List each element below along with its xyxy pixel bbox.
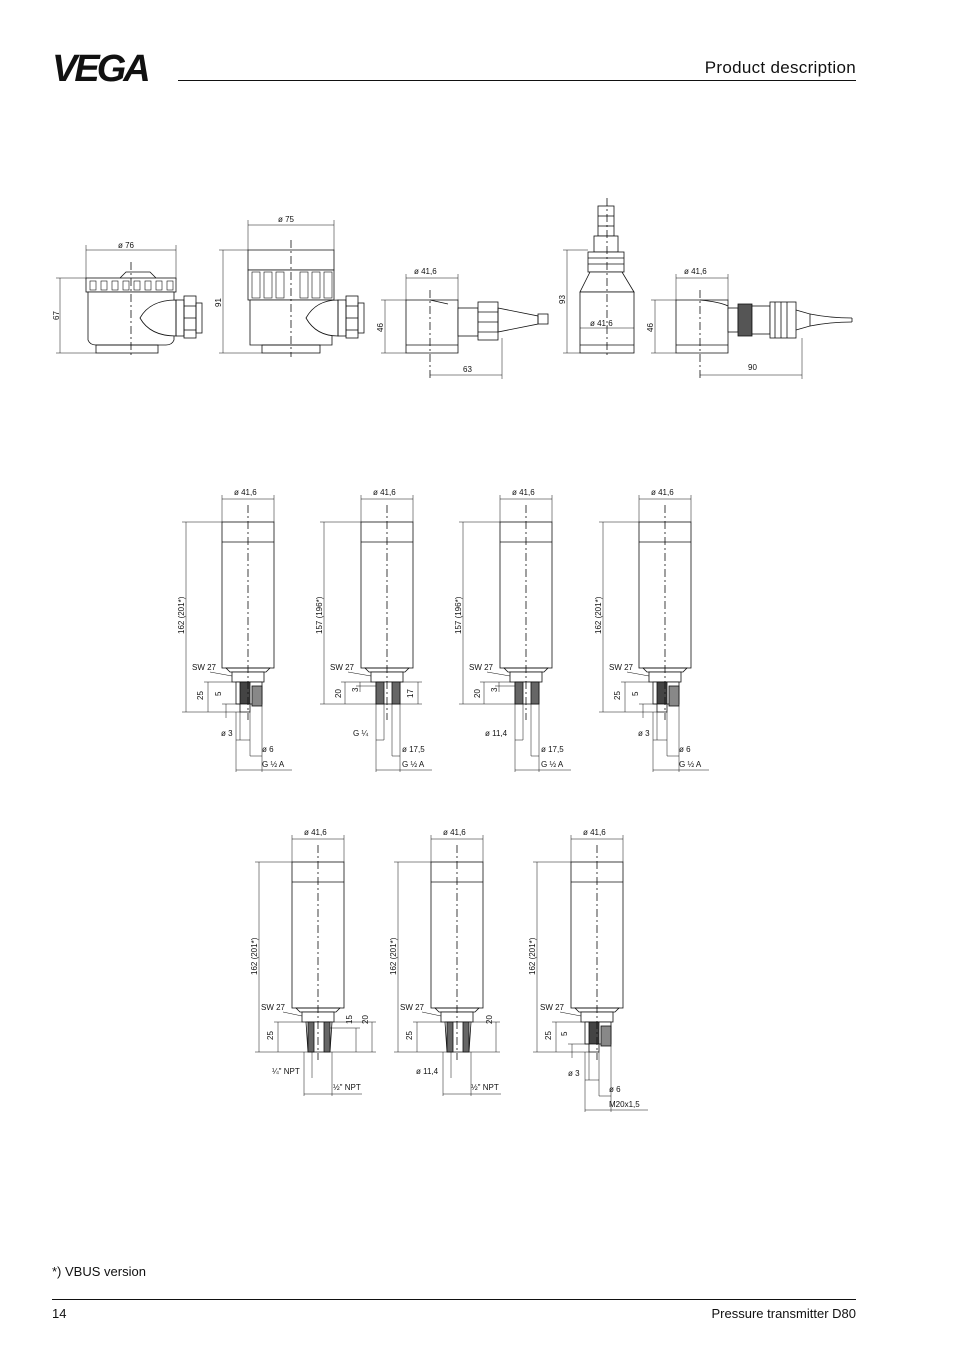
housing-aluminium: 91 ø 75: [214, 215, 365, 357]
dim-sw: SW 27: [609, 663, 634, 672]
housing-valve-plug: 46 ø 41,6 63: [376, 267, 549, 379]
dim-d1: 25: [266, 1031, 275, 1040]
dim-bore: ø 3: [568, 1069, 580, 1078]
dim-dia: ø 41,6: [373, 488, 396, 497]
dim-sw: SW 27: [330, 663, 355, 672]
dim-d1: 20: [473, 689, 482, 698]
dim-length: 162 (201*): [389, 937, 398, 975]
dim-sw: SW 27: [192, 663, 217, 672]
dim-thread: G ½ A: [262, 760, 285, 769]
dim-d1: 20: [334, 689, 343, 698]
dim-sw: SW 27: [469, 663, 494, 672]
dim-d2: 3: [490, 687, 499, 692]
vega-logo: VEGA: [52, 48, 172, 90]
dim-connector-dia: ø 41,6: [590, 319, 613, 328]
dim-sw: SW 27: [540, 1003, 565, 1012]
footer-rule: [52, 1299, 856, 1300]
dim-d4: 20: [361, 1015, 370, 1024]
dim-length: 157 (196*): [315, 596, 324, 634]
dim-valve-length: 63: [463, 365, 472, 374]
dim-bore: ø 3: [221, 729, 233, 738]
dim-d2: 5: [560, 1031, 569, 1036]
dim-length: 162 (201*): [177, 596, 186, 634]
dim-inner: ø 11,4: [416, 1067, 439, 1076]
vega-logo-text: VEGA: [52, 50, 148, 84]
dim-thread: ½" NPT: [471, 1083, 499, 1092]
dim-sw: SW 27: [261, 1003, 286, 1012]
dim-thread: G ½ A: [679, 760, 702, 769]
dim-tip: ø 17,5: [402, 745, 425, 754]
dim-plastic-dia: ø 76: [118, 241, 135, 250]
dim-m12-length: 90: [748, 363, 757, 372]
housing-connector: 93 ø 41,6: [558, 198, 635, 358]
dim-tip: ø 6: [609, 1085, 621, 1094]
dim-d3: 17: [406, 689, 415, 698]
dim-inner: ø 11,4: [485, 729, 508, 738]
dim-d1: 25: [405, 1031, 414, 1040]
dim-d2: 5: [631, 691, 640, 696]
dim-thread: M20x1,5: [609, 1100, 640, 1109]
dim-plastic-height: 67: [52, 311, 61, 320]
header-rule: [178, 80, 856, 81]
housing-m12: 46 ø 41,6 90: [646, 267, 853, 379]
dim-thread: G ½ A: [541, 760, 564, 769]
dim-length: 157 (196*): [454, 596, 463, 634]
footnote: *) VBUS version: [52, 1264, 146, 1279]
dim-connector-height: 93: [558, 295, 567, 304]
dim-aluminium-height: 91: [214, 298, 223, 307]
dim-inner: G ¼: [353, 729, 368, 738]
dim-dia: ø 41,6: [651, 488, 674, 497]
dim-d1: 25: [613, 691, 622, 700]
fitting-row2-1: ø 41,6 162 (201*) SW 27 25 15 20 ¼" NPT …: [250, 828, 376, 1096]
section-title: Product description: [704, 58, 856, 77]
dim-d1: 25: [196, 691, 205, 700]
dim-dia: ø 41,6: [234, 488, 257, 497]
dim-tip: ø 6: [679, 745, 691, 754]
dim-inner: ¼" NPT: [272, 1067, 300, 1076]
dim-d3: 15: [345, 1015, 354, 1024]
dim-tip: ø 17,5: [541, 745, 564, 754]
dim-valve-height: 46: [376, 323, 385, 332]
dim-dia: ø 41,6: [512, 488, 535, 497]
fitting-row1-3: ø 41,6 157 (196*) SW 27 20 3 ø 11,4 ø 17…: [454, 488, 571, 772]
dim-bore: ø 3: [638, 729, 650, 738]
dim-dia: ø 41,6: [443, 828, 466, 837]
fitting-row2-2: ø 41,6 162 (201*) SW 27 25 20 ø 11,4 ½" …: [389, 828, 501, 1096]
dim-dia: ø 41,6: [583, 828, 606, 837]
page-number: 14: [52, 1306, 67, 1321]
dim-dia: ø 41,6: [304, 828, 327, 837]
fitting-row1-1: ø 41,6 162 (201*) SW 27 25 5 ø 3 ø 6 G ½…: [177, 488, 292, 772]
dim-thread: ½" NPT: [333, 1083, 361, 1092]
dim-d1: 25: [544, 1031, 553, 1040]
fitting-row1-2: ø 41,6 157 (196*) SW 27 20 3 17 G ¼ ø 17…: [315, 488, 432, 772]
dim-length: 162 (201*): [250, 937, 259, 975]
dim-sw: SW 27: [400, 1003, 425, 1012]
dim-valve-dia: ø 41,6: [414, 267, 437, 276]
dim-length: 162 (201*): [594, 596, 603, 634]
dim-m12-height: 46: [646, 323, 655, 332]
dim-tip: ø 6: [262, 745, 274, 754]
housing-plastic: 67 ø 76: [52, 241, 203, 357]
fitting-row1-4: ø 41,6 162 (201*) SW 27 25 5 ø 3 ø 6 G ½…: [594, 488, 709, 772]
dim-d2: 3: [351, 687, 360, 692]
dim-thread: G ½ A: [402, 760, 425, 769]
dim-d4: 20: [485, 1015, 494, 1024]
dim-m12-dia: ø 41,6: [684, 267, 707, 276]
fitting-row2-3: ø 41,6 162 (201*) SW 27 25 5 ø 3 ø 6 M20…: [528, 828, 648, 1112]
dim-length: 162 (201*): [528, 937, 537, 975]
document-title: Pressure transmitter D80: [711, 1306, 857, 1321]
dim-aluminium-dia: ø 75: [278, 215, 295, 224]
dim-d2: 5: [214, 691, 223, 696]
